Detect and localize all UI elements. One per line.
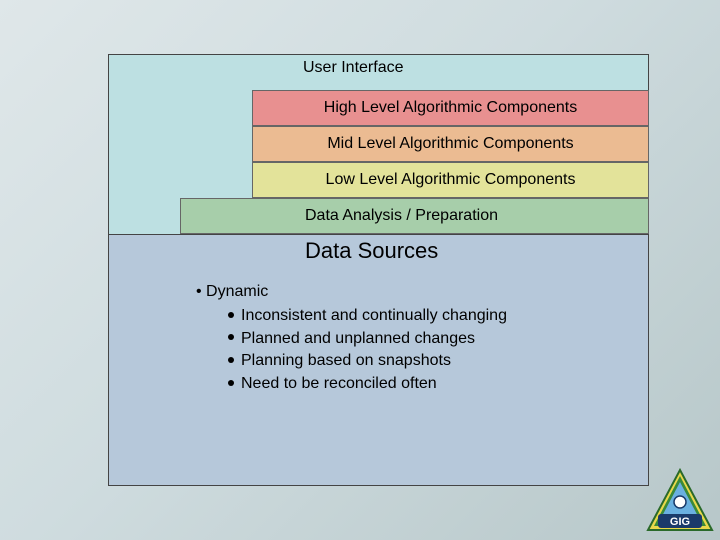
bullet-dynamic: • Dynamic bbox=[196, 283, 269, 300]
mid-level-components-layer: Mid Level Algorithmic Components bbox=[252, 126, 649, 162]
mid-level-label: Mid Level Algorithmic Components bbox=[327, 135, 574, 152]
data-analysis-label: Data Analysis / Preparation bbox=[305, 207, 498, 224]
data-analysis-layer: Data Analysis / Preparation bbox=[180, 198, 649, 234]
list-item-text: Planning based on snapshots bbox=[241, 352, 451, 370]
list-item-text: Need to be reconciled often bbox=[241, 374, 437, 392]
user-interface-label: User Interface bbox=[303, 59, 404, 76]
list-item-text: Planned and unplanned changes bbox=[241, 329, 475, 347]
list-item: Need to be reconciled often bbox=[228, 373, 507, 396]
logo-text: GIG bbox=[670, 516, 690, 528]
data-sources-layer bbox=[108, 234, 649, 486]
bullet-dynamic-label: Dynamic bbox=[206, 283, 269, 300]
bullet-dot-icon bbox=[228, 379, 234, 386]
list-item: Planned and unplanned changes bbox=[228, 328, 507, 351]
bullet-dot-icon bbox=[228, 334, 234, 341]
low-level-components-layer: Low Level Algorithmic Components bbox=[252, 162, 649, 198]
list-item: Planning based on snapshots bbox=[228, 350, 507, 373]
high-level-label: High Level Algorithmic Components bbox=[323, 99, 578, 116]
list-item: Inconsistent and continually changing bbox=[228, 305, 507, 328]
bullet-dot-icon bbox=[228, 356, 234, 363]
data-sources-title: Data Sources bbox=[305, 238, 439, 263]
low-level-label: Low Level Algorithmic Components bbox=[325, 171, 576, 188]
dynamic-sub-list: Inconsistent and continually changing Pl… bbox=[228, 305, 507, 395]
bullet-dot-icon bbox=[228, 311, 234, 318]
organization-logo-icon: GIG bbox=[646, 468, 714, 531]
high-level-components-layer: High Level Algorithmic Components bbox=[252, 90, 649, 126]
list-item-text: Inconsistent and continually changing bbox=[241, 307, 507, 324]
